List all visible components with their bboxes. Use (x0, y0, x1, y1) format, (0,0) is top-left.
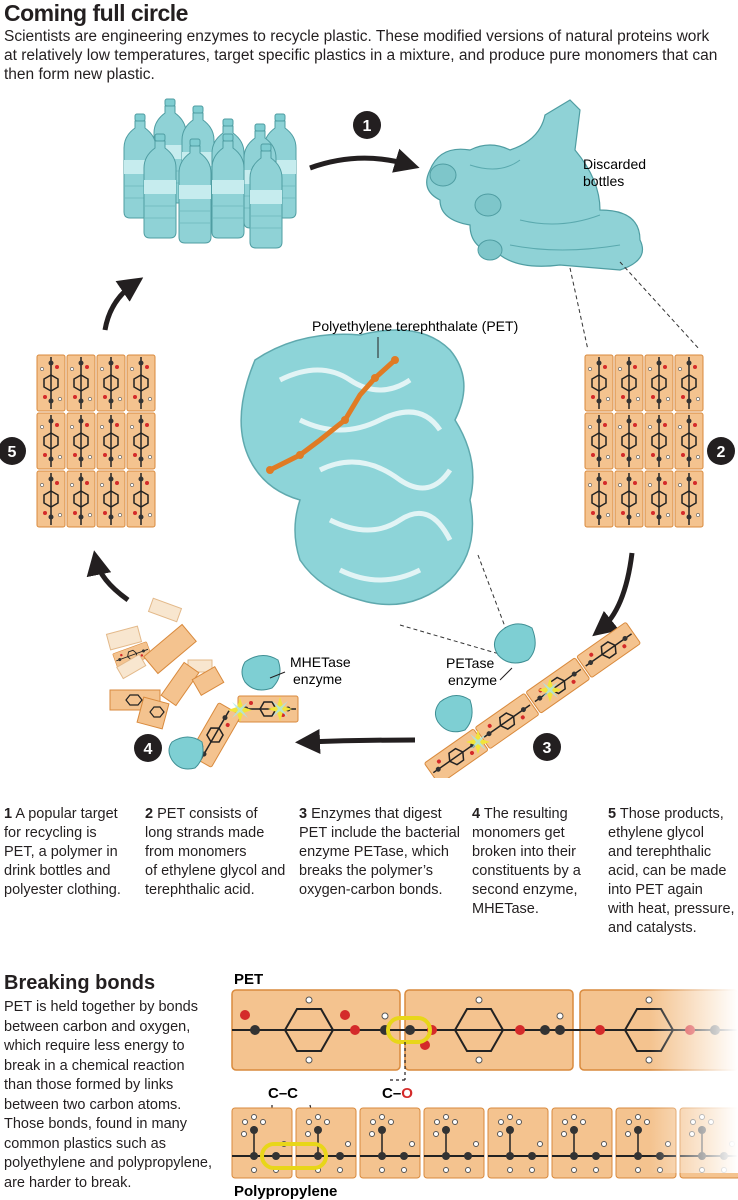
arrow-step2 (592, 552, 635, 637)
polymer-strands-left (36, 354, 156, 528)
breaking-bonds-text: PET is held together by bonds between ca… (4, 999, 212, 1191)
arrow-step5 (102, 277, 144, 331)
polypropylene-chain (231, 1107, 738, 1179)
arrow-step3 (295, 728, 416, 754)
step-2-num: 2 (145, 806, 154, 822)
co-bond-label: C–O (382, 1085, 413, 1102)
mhetase-enzyme-icon (168, 655, 281, 770)
page-title: Coming full circle (4, 0, 188, 26)
step-4-text: 4 The resulting monomers get broken into… (472, 806, 581, 917)
pet-label: Polyethylene terephthalate (PET) (312, 318, 518, 334)
petase-enzyme-icon (434, 623, 536, 733)
arrow-step4 (86, 550, 130, 603)
petase-label-line2: enzyme (448, 672, 497, 688)
arrow-step1 (309, 148, 420, 173)
discarded-bottles-label-line1: Discarded (583, 156, 646, 172)
svg-text:5: 5 (8, 444, 17, 461)
bond-comparison-diagram: PET C–O C–C (231, 971, 738, 1200)
discarded-bottles-label-line2: bottles (583, 173, 624, 189)
polypropylene-label: Polypropylene (234, 1183, 337, 1200)
step-marker-1: 1 (353, 111, 381, 139)
breaking-bonds-title: Breaking bonds (4, 972, 156, 994)
step-5-num: 5 (608, 806, 617, 822)
svg-text:3: 3 (543, 740, 552, 757)
step-marker-2: 2 (707, 437, 735, 465)
step-2-text: 2 PET consists of long strands made from… (145, 806, 286, 898)
step-3-num: 3 (299, 806, 308, 822)
polymer-strands-right (584, 354, 704, 528)
step-marker-3: 3 (533, 733, 561, 761)
cc-bond-label: C–C (268, 1085, 298, 1102)
pet-chain-label: PET (234, 971, 263, 988)
step-3-text: 3 Enzymes that digest PET include the ba… (299, 806, 460, 898)
step-4-num: 4 (472, 806, 481, 822)
discarded-bottles (426, 99, 644, 271)
pet-chain (231, 989, 738, 1071)
bottles-cluster (123, 98, 297, 249)
intro-text: Scientists are engineering enzymes to re… (4, 28, 718, 83)
petase-protein-structure (240, 329, 474, 606)
step-1-num: 1 (4, 806, 13, 822)
step-1-text: 1 A popular target for recycling is PET,… (4, 806, 121, 898)
step-marker-5: 5 (0, 437, 26, 465)
scattered-monomers (105, 597, 225, 730)
step-5-text: 5 Those products, ethylene glycol and te… (608, 806, 735, 936)
recycling-cycle-diagram: Discarded bottles Polyethylene terephtha… (0, 98, 735, 778)
petase-label-line1: PETase (446, 655, 494, 671)
step-marker-4: 4 (134, 734, 162, 762)
monomer-fragments-step4 (187, 695, 299, 769)
svg-text:2: 2 (717, 444, 726, 461)
svg-text:4: 4 (144, 741, 153, 758)
mhetase-label-line2: enzyme (293, 671, 342, 687)
svg-text:1: 1 (363, 118, 372, 135)
mhetase-label-line1: MHETase (290, 654, 351, 670)
